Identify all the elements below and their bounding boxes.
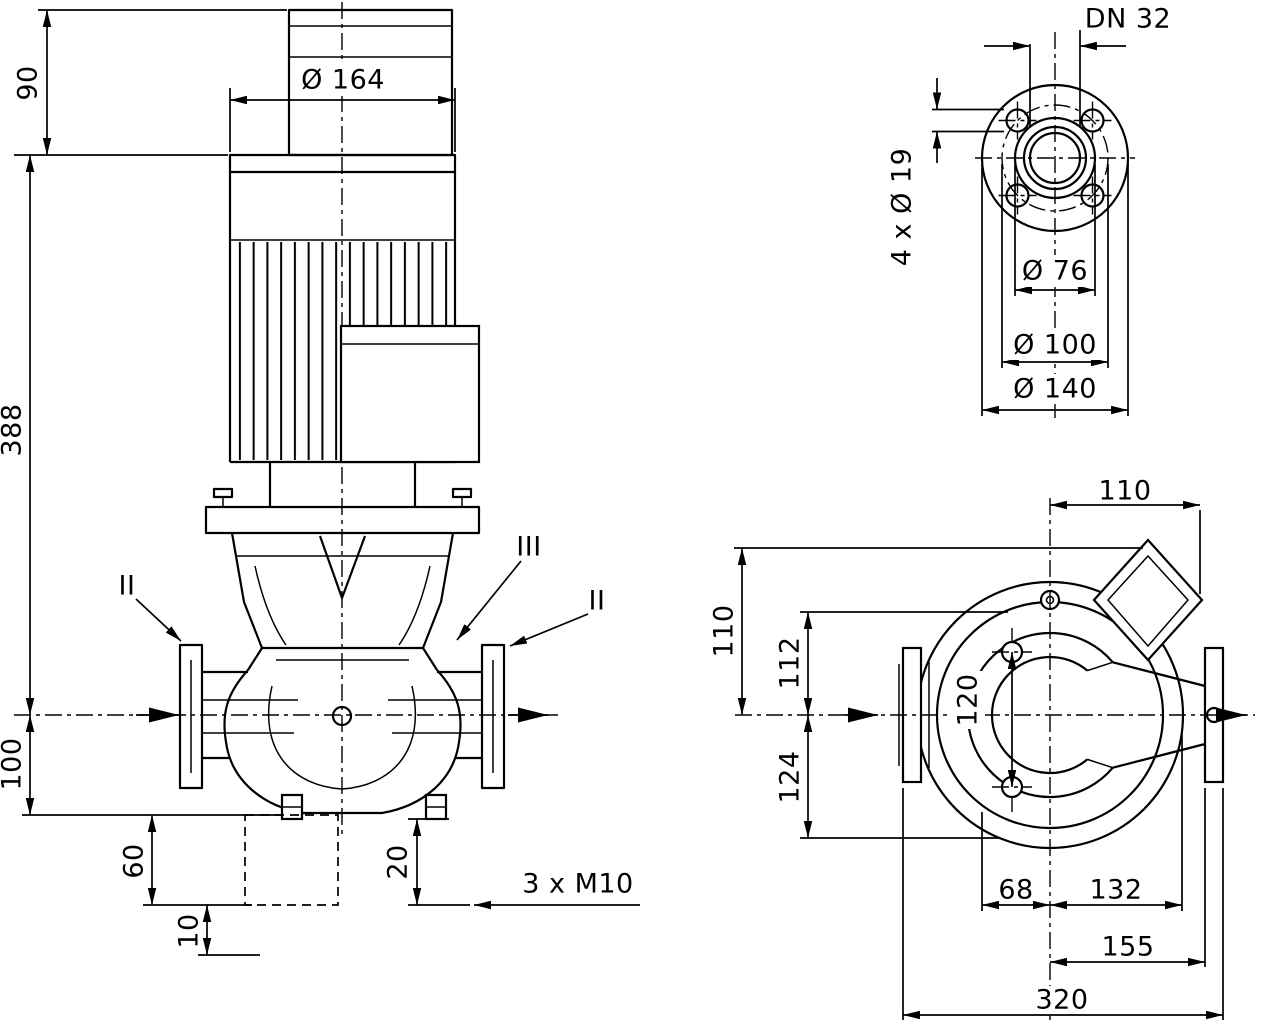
foundation-outline-dashed [244, 814, 339, 906]
dim-label-d140: Ø 140 [1013, 374, 1097, 405]
discharge-flange-front [480, 643, 506, 790]
terminal-box-plan [1092, 538, 1204, 662]
dim-label-3xM10: 3 x M10 [522, 869, 633, 900]
dim-label-68: 68 [998, 875, 1033, 906]
dim-total-height: 388 [0, 155, 35, 715]
section-mark-left: II [119, 571, 182, 642]
dim-label-132: 132 [1089, 875, 1142, 906]
dim-label-d164: Ø 164 [301, 65, 385, 96]
dim-label-110-left: 110 [709, 604, 740, 657]
terminal-box [339, 324, 481, 464]
dim-outer-diameter: Ø 140 [981, 164, 1129, 416]
bolt-holes [998, 101, 1112, 215]
dim-nominal-bore: DN 32 [984, 4, 1171, 126]
dim-center-to-flange-inner: 155 [1050, 788, 1206, 967]
dim-raised-face: Ø 76 [1014, 164, 1096, 296]
dim-label-d76: Ø 76 [1022, 256, 1088, 287]
dim-front-top-height: 90 [13, 9, 287, 156]
pump-lantern [204, 462, 481, 661]
dim-label-112: 112 [775, 636, 806, 689]
dim-pad-height: 10 [174, 905, 260, 956]
suction-flange-front [178, 643, 204, 790]
dim-label-120: 120 [953, 673, 984, 726]
dim-label-dn32: DN 32 [1085, 4, 1171, 35]
dim-label-320: 320 [1035, 985, 1088, 1016]
plan-view: 110 110 112 124 120 68 [709, 476, 1255, 1020]
label-drain-plugs: 3 x M10 [474, 869, 640, 910]
dim-foot-offset: 60 [119, 815, 252, 906]
dim-box-top-to-axis: 110 [709, 547, 1143, 715]
volute-casing [202, 647, 482, 815]
dim-motor-diameter: Ø 164 [229, 62, 456, 152]
dim-bolt-holes: 4 x Ø 19 [887, 78, 1004, 267]
dim-port-to-port: 320 [902, 788, 1224, 1020]
dim-gauge-ports: 120 [951, 652, 1017, 787]
dim-center-to-flange-top: 110 [1050, 476, 1201, 594]
dim-label-d100: Ø 100 [1013, 330, 1097, 361]
dim-label-110-top: 110 [1098, 476, 1151, 507]
dim-center-to-casing: 132 [1050, 735, 1183, 911]
dim-label-124: 124 [775, 750, 806, 803]
plan-centerlines [735, 498, 1255, 1020]
dim-label-388: 388 [0, 403, 28, 456]
section-label-II-left: II [119, 571, 136, 602]
shaft-center [331, 705, 353, 727]
drain-boss-right [424, 793, 448, 821]
flange-view: DN 32 4 x Ø 19 Ø 76 Ø 100 [887, 4, 1171, 418]
dim-label-60: 60 [119, 843, 150, 878]
dim-label-90: 90 [13, 65, 44, 100]
dim-label-155: 155 [1101, 932, 1154, 963]
section-mark-middle: III [456, 532, 541, 641]
dim-label-20: 20 [383, 844, 414, 879]
dim-axis-up: 112 [775, 611, 1008, 715]
section-label-III: III [516, 532, 541, 563]
dim-label-4xd19: 4 x Ø 19 [887, 148, 918, 267]
section-mark-right: II [509, 586, 606, 647]
front-view: 90 Ø 164 388 100 60 10 [0, 2, 640, 956]
dim-axis-down: 124 [775, 715, 1000, 839]
dim-bolt-circle: Ø 100 [1001, 164, 1109, 368]
dim-drain-offset: 20 [383, 818, 470, 906]
dim-label-10: 10 [174, 913, 205, 948]
drain-boss-left [280, 793, 304, 821]
dim-left-of-center: 68 [981, 812, 1050, 911]
section-label-II-right: II [589, 586, 606, 617]
dim-label-100: 100 [0, 737, 28, 790]
